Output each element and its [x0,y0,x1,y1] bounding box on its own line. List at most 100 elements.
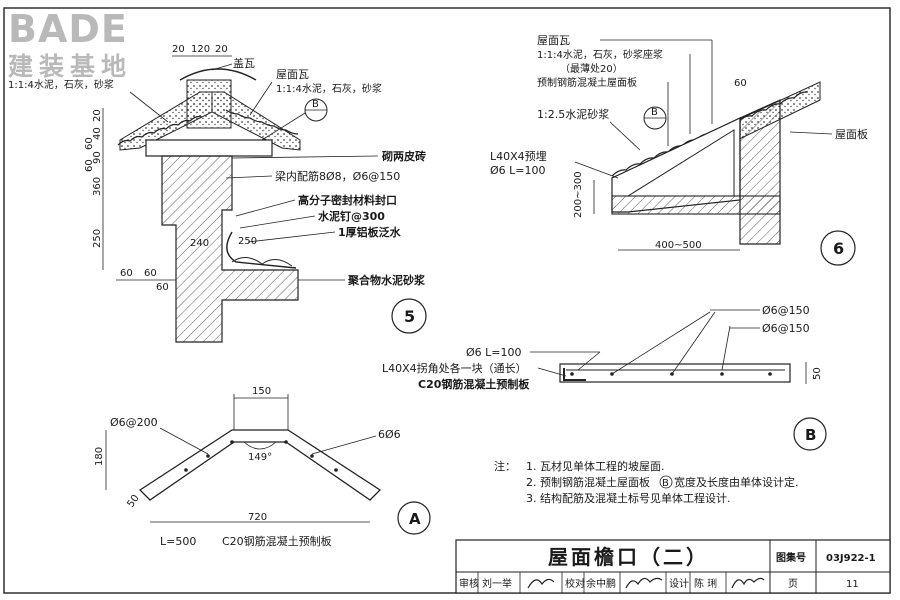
callout-b-letter: B [312,99,319,110]
detail-6: 屋面瓦 1:1:4水泥，石灰，砂浆座浆 （最薄处20） 预制钢筋混凝土屋面板 6… [490,34,868,266]
atlas-number: 03J922-1 [826,553,876,564]
dim-bottom-2: 60 [156,282,169,293]
page-number: 11 [846,579,859,590]
detail-a-circle [397,501,431,535]
roof-tiles-right [225,109,299,135]
dim-top-20a: 20 [172,44,185,55]
flashing-tiles [231,257,293,267]
wall-6 [739,99,781,245]
label-roof-tile: 屋面瓦 [276,68,309,81]
dim-top-120: 120 [191,44,210,55]
label-beam-rebar: 梁内配筋8Ø8，Ø6@150 [275,169,400,183]
reviewer-name: 刘一举 [482,577,512,590]
label-angle-b: L40X4拐角处各一块（通长） [382,361,527,375]
dim-400-500: 400~500 [655,240,702,251]
dim-60-6: 60 [734,78,747,89]
label-bar-b: Ø6 L=100 [466,346,522,359]
designer-signature [731,577,765,589]
dim-left-2: 60 [84,137,95,150]
dim-left-1: 40 [92,127,103,140]
dim-180-a: 180 [94,447,105,466]
label-seal: 高分子密封材料封口 [298,193,397,207]
note-1: 1. 瓦材见单体工程的坡屋面. [526,459,665,473]
rebar1-a: Ø6@200 [110,416,158,429]
notes: 注： 1. 瓦材见单体工程的坡屋面. 2. 预制钢筋混凝土屋面板 B 宽度及长度… [494,459,799,505]
label-mortar-note-6: （最薄处20） [560,62,623,75]
sheet-title: 屋面檐口（二） [548,545,709,569]
wall-section [161,155,299,343]
caption-l-a: L=500 [160,535,196,548]
check-label: 校对 [565,577,585,590]
note-2-circle [659,475,673,489]
design-label: 设计 [669,577,689,590]
dim-50-a: 50 [125,493,141,510]
ridge-beam [145,139,273,157]
cap-tile [179,68,257,81]
detail-6-circle [820,230,856,266]
label-mortar-6: 1:1:4水泥，石灰，砂浆座浆 [537,48,663,61]
dim-top-20b: 20 [215,44,228,55]
dim-150-a: 150 [252,386,271,397]
label-roof-board-6: 屋面板 [835,127,868,141]
label-cap-tile: 盖瓦 [233,56,255,70]
note-2: 2. 预制钢筋混凝土屋面板 [526,475,650,489]
watermark-brand: BADE [8,7,128,51]
sheet-border [3,7,891,594]
panel-b [559,363,791,383]
note-2-circle-letter: B [662,478,669,489]
detail-a: 149° 150 180 50 720 Ø6@200 6Ø6 L=500 C20… [94,386,431,548]
dim-250: 250 [238,236,257,247]
ridge-panel-a [138,429,382,501]
dim-200-300: 200~300 [573,171,584,218]
page-label: 页 [788,578,798,590]
detail-b: Ø6@150 Ø6@150 Ø6 L=100 L40X4拐角处各一块（通长） C… [382,304,827,451]
checker-name: 余中鹏 [586,577,616,590]
watermark-subtitle: 建装基地 [8,52,132,81]
checker-signature [625,577,663,589]
dim-left-3: 90 [92,151,103,164]
dim-bottom-0: 60 [120,268,133,279]
detail-b-number: B [805,426,816,444]
designer-name: 陈 琍 [694,577,717,590]
angle-a: 149° [248,452,272,463]
label-slab-6: 预制钢筋混凝土屋面板 [537,76,637,89]
detail-5-circle [391,298,427,334]
dim-720-a: 720 [248,512,267,523]
caption-panel-a: C20钢筋混凝土预制板 [222,534,332,548]
dim-left-5: 360 [92,177,103,196]
dim-240: 240 [190,238,209,249]
watermark-logo: BADE 建装基地 [8,7,132,81]
detail-5-number: 5 [404,307,415,326]
label-flashing: 1厚铝板泛水 [338,225,402,239]
label-polymer: 聚合物水泥砂浆 [347,273,426,287]
detail-b-circle [793,417,827,451]
atlas-label: 图集号 [776,551,806,564]
detail-a-number: A [409,510,421,528]
label-mortar-right: 1:1:4水泥，石灰，砂浆 [276,82,382,95]
label-rebar1-b: Ø6@150 [762,304,810,317]
label-brick: 砌两皮砖 [381,149,426,163]
dim-bottom-1: 60 [144,268,157,279]
ridge-brick [186,79,232,129]
label-nail: 水泥钉@300 [318,209,385,223]
note-2-tail: 宽度及长度由单体设计定. [674,475,799,489]
label-roof-tile-6: 屋面瓦 [537,34,570,47]
detail-5: 20 120 20 20 40 60 90 60 360 250 60 60 6… [8,44,427,343]
dim-left-4: 60 [84,159,95,172]
callout-b6-letter: B [651,107,658,118]
label-bar-6: Ø6 L=100 [490,164,546,177]
dim-50-b: 50 [812,367,823,380]
eave-slab-6 [611,195,781,215]
rebar2-a: 6Ø6 [378,428,401,441]
title-block: 屋面檐口（二） 图集号 03J922-1 审核 刘一举 校对 余中鹏 设计 陈 … [455,539,891,594]
reviewer-signature [527,578,555,589]
label-embed-6: L40X4预埋 [490,150,547,163]
label-rebar2-b: Ø6@150 [762,322,810,335]
label-mortar-left: 1:1:4水泥，石灰，砂浆 [8,78,114,91]
detail-6-number: 6 [833,239,844,258]
notes-label: 注： [494,459,516,473]
review-label: 审核 [459,577,479,590]
dim-left-0: 20 [92,109,103,122]
dim-left-6: 250 [92,229,103,248]
